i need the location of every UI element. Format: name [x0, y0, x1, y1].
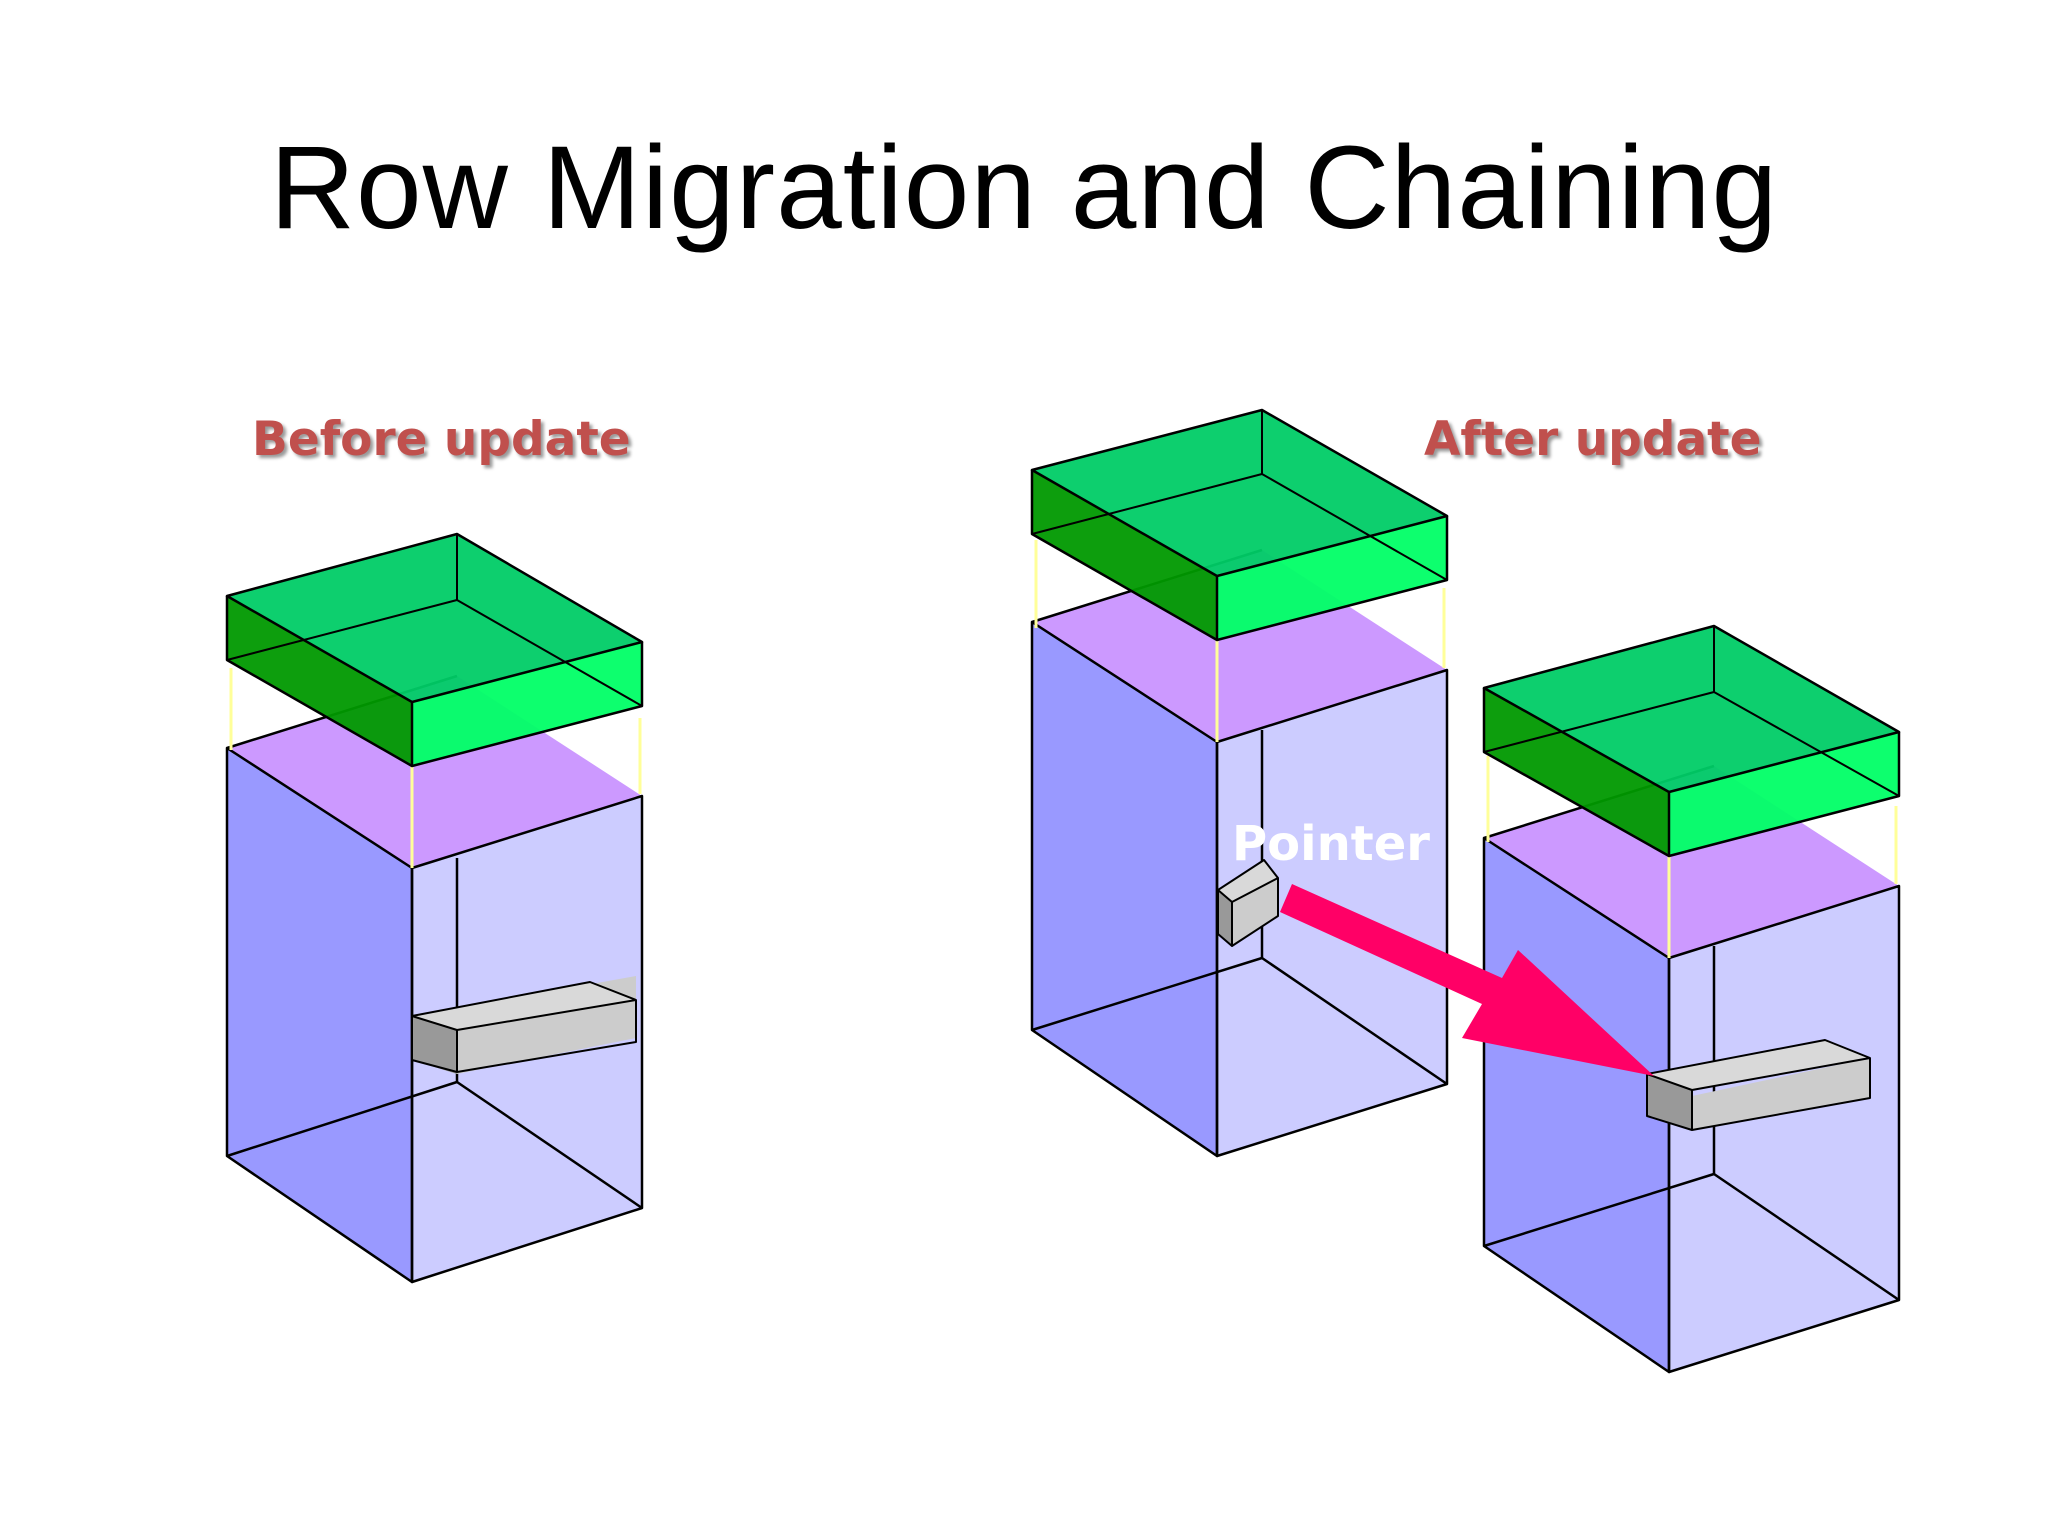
pointer-stub-end: [1218, 890, 1232, 946]
before-row-piece-top: [412, 982, 636, 1030]
after-original-block: Pointer: [1030, 408, 1449, 1158]
after-block1-top-face: [1032, 550, 1447, 742]
after-block2-top-face: [1484, 766, 1899, 958]
after-header1-left-face: [1032, 470, 1217, 640]
after-row-piece-top: [1647, 1040, 1870, 1090]
pointer-label: Pointer: [1232, 816, 1430, 872]
before-row-piece-end: [412, 1016, 457, 1074]
before-block-top-face: [227, 676, 642, 868]
pointer-stub-top: [1218, 860, 1278, 902]
pointer-stub-front: [1232, 878, 1278, 946]
after-header1-top-face: [1032, 410, 1447, 576]
after-row-piece-end: [1647, 1074, 1692, 1130]
after-header2-top-face: [1484, 626, 1899, 792]
after-update-label: After update: [1424, 412, 1762, 467]
before-data-block: [225, 532, 644, 1284]
before-update-label: Before update: [252, 412, 631, 467]
after-block2-right-face: [1669, 886, 1899, 1372]
after-header2-left-face: [1484, 688, 1669, 856]
after-row-piece-front: [1692, 1058, 1870, 1130]
before-header-left-face: [227, 596, 412, 766]
pointer-arrow: [1280, 884, 1654, 1076]
after-block1-left-face: [1032, 622, 1217, 1156]
slide-title: Row Migration and Chaining: [269, 122, 1779, 254]
before-header-top-face: [227, 534, 642, 702]
before-block-left-face: [227, 748, 412, 1282]
